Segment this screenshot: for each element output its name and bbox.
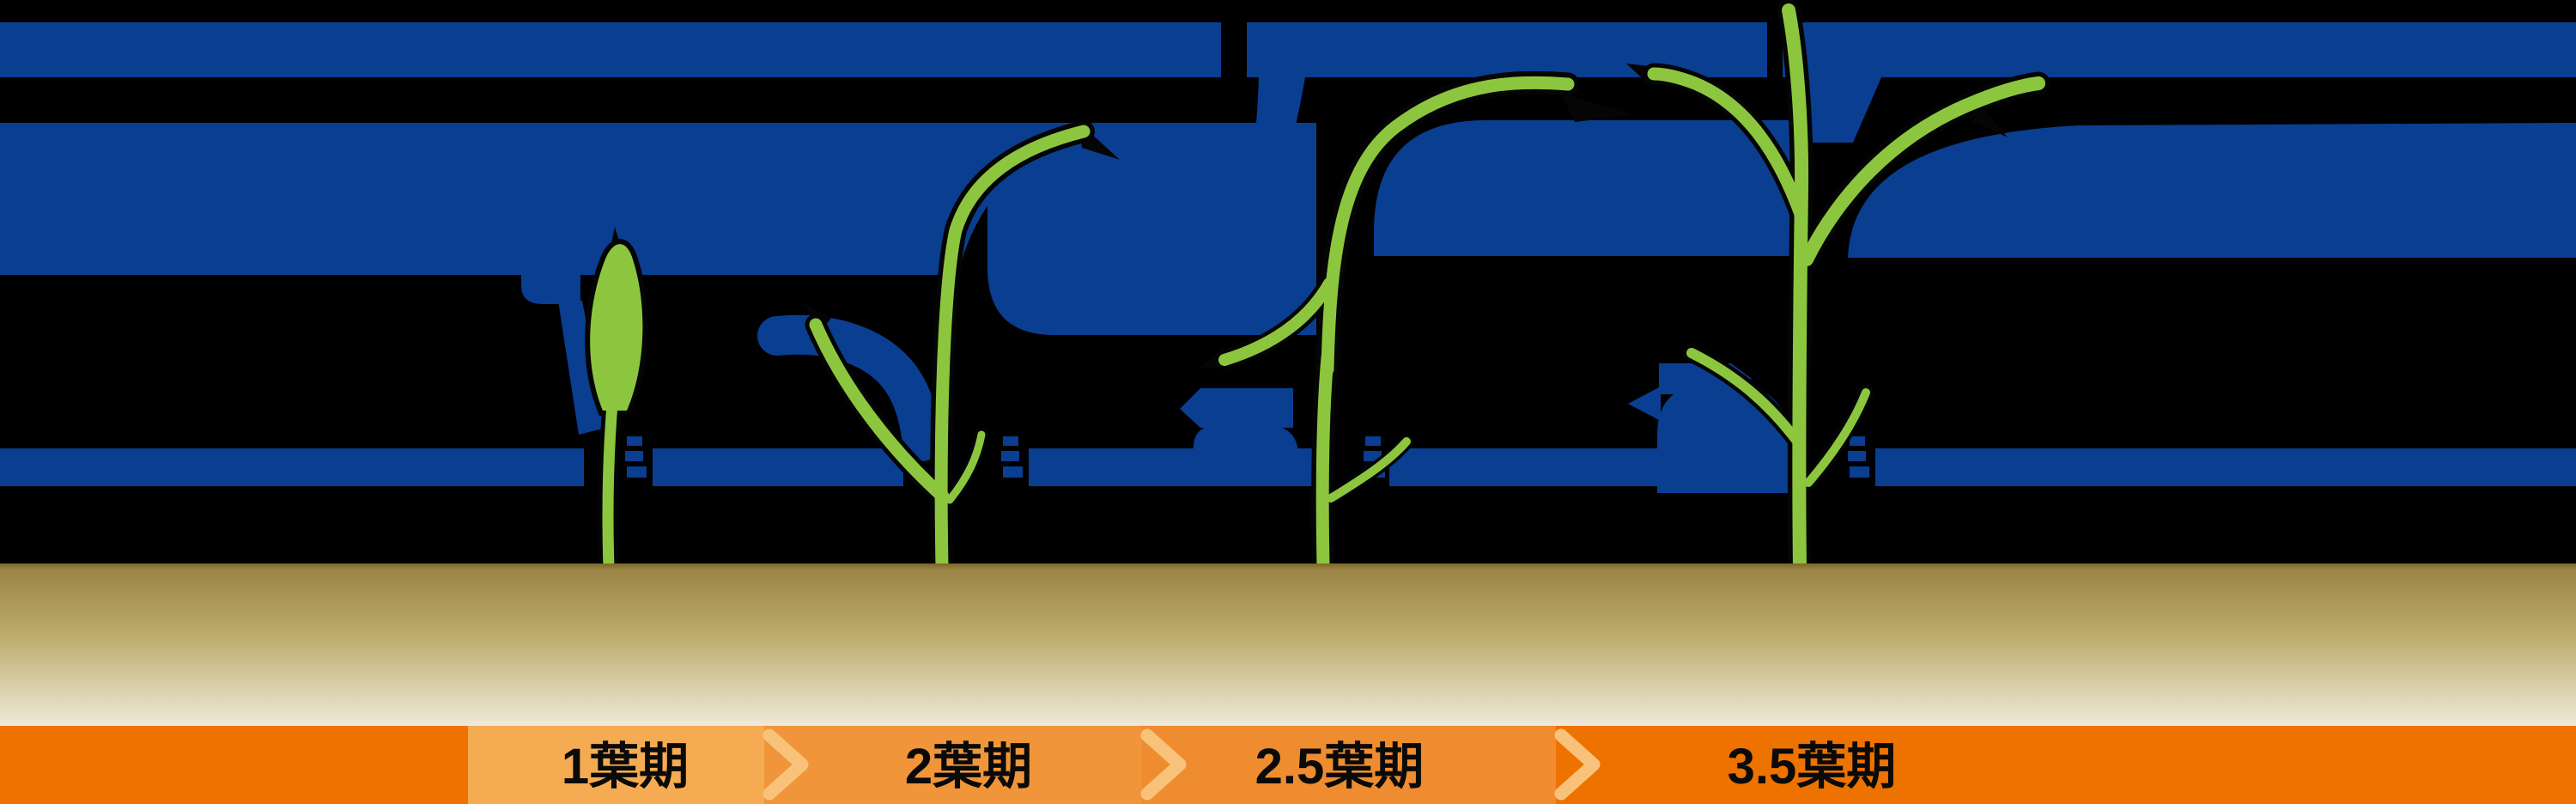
seedling3-stem — [1315, 350, 1334, 574]
seedling2-droop-tip — [802, 302, 831, 332]
soil — [0, 563, 2576, 726]
stage-label-1-leaf: 1葉期 — [562, 739, 689, 795]
stage-label-2-leaf: 2葉期 — [905, 739, 1032, 795]
seedling3-young-leaf — [1327, 437, 1411, 502]
callout-tab-top-right — [1803, 76, 1882, 143]
stage-bar-segment-1 — [468, 726, 764, 804]
seedling-greens — [590, 3, 2045, 574]
text-fragment-4 — [1848, 436, 1869, 478]
timeline-band-segment-5 — [1875, 448, 2576, 486]
callout-band-middle-right — [1848, 123, 2576, 258]
pointer-notch-stage4 — [1628, 387, 1661, 421]
timeline-band-segment-2 — [653, 448, 903, 486]
stage-bar-segment-4 — [1556, 726, 2576, 804]
seedling3-tall-leaf — [1321, 76, 1575, 376]
seedlings — [585, 0, 2050, 579]
seedling1-blade — [590, 244, 643, 411]
speech-bubble-stage2 — [987, 123, 1316, 335]
timeline-band-segment-4 — [1389, 448, 1662, 486]
stage-chevron-2 — [1140, 728, 1187, 801]
callout-band-middle-left — [0, 123, 1075, 275]
stage-bar: 1葉期 2葉期 2.5葉期 3.5葉期 — [0, 726, 2576, 804]
stage-chevron-3 — [1554, 728, 1601, 801]
pointer-bar-stage3 — [1180, 388, 1293, 428]
stage-chevron-1 — [762, 728, 809, 801]
pointer-blob-stage4 — [1657, 383, 1791, 493]
seedling2-young-leaf — [945, 430, 986, 504]
pointer-blob-stage3 — [1194, 424, 1298, 486]
text-fragment-1 — [625, 436, 647, 478]
timeline-band-segment-1 — [0, 448, 584, 486]
callout-band-middle-center — [1374, 120, 1791, 256]
seedling2-tall-leaf — [934, 125, 1091, 574]
text-fragment-2 — [1001, 436, 1023, 478]
seedling4-small-leaf — [1686, 348, 1803, 448]
stage-labels: 1葉期 2葉期 2.5葉期 3.5葉期 — [562, 739, 1896, 795]
callout-shapes — [0, 22, 2576, 493]
seedling3-tip-arrow — [1561, 93, 1633, 122]
seedling1-stem — [602, 387, 619, 573]
seedling3-droop-leaf — [1218, 277, 1335, 366]
seedling4-left-leaf — [1647, 67, 1808, 223]
seedling2-droop-leaf — [809, 318, 950, 503]
callout-band-top-left — [0, 22, 1221, 77]
seedling4-right-leaf — [1800, 76, 2045, 266]
stage-bar-segment-3 — [1142, 726, 1556, 804]
stage-label-3-5-leaf: 3.5葉期 — [1728, 739, 1897, 795]
stage-label-2-5-leaf: 2.5葉期 — [1255, 739, 1425, 795]
seedling4-young-leaf — [1804, 388, 1870, 487]
callout-band-top-right — [1783, 22, 2576, 77]
stage-bar-segment-0 — [0, 726, 468, 804]
callout-band-top-middle — [1247, 22, 1767, 77]
stage-bar-segment-2 — [764, 726, 1142, 804]
callout-tab-stage1 — [521, 273, 580, 304]
